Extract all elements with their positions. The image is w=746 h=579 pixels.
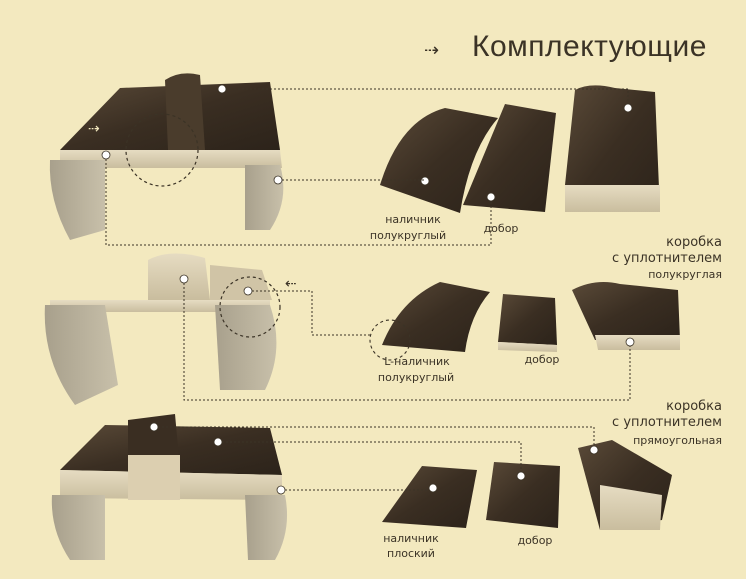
connectors-row-3: [158, 426, 595, 491]
part-korobka-pryamougolnaya: [578, 440, 672, 530]
part-l-nalichnik: [369, 282, 490, 361]
label-pryamougolnaya: прямоугольная: [633, 434, 722, 447]
label-korobka-1: коробка: [666, 235, 722, 250]
dotted-arrow-right-icon: ⇢: [424, 40, 440, 61]
part-korobka-polukruglaya-1: [565, 85, 660, 212]
assembly-1-semiround: ⇢: [49, 73, 284, 240]
label-s-uplotnitelem-2: с уплотнителем: [612, 415, 722, 430]
label-dobor-2: добор: [524, 353, 560, 366]
label-korobka-2: коробка: [666, 399, 722, 414]
assembly-2-l-profile: ⇠: [44, 253, 297, 405]
label-polukruglaya: полукруглая: [648, 268, 722, 281]
page-title: Комплектующие: [472, 30, 707, 63]
label-nalichnik-2: наличник: [383, 532, 439, 545]
label-s-uplotnitelem-1: с уплотнителем: [612, 251, 722, 266]
label-l-nalichnik: L-наличник: [384, 355, 450, 368]
svg-text:⇠: ⇠: [285, 276, 297, 292]
label-ploskii: плоский: [387, 547, 435, 560]
connectors-row-2: [183, 283, 631, 401]
connectors-row-1: [105, 88, 629, 246]
part-nalichnik-polukruglyi: [380, 108, 498, 213]
label-dobor-1: добор: [483, 222, 519, 235]
label-nalichnik-1: наличник: [385, 213, 441, 226]
assembly-3-rectangular: [51, 414, 288, 560]
part-nalichnik-ploskii: [382, 466, 477, 528]
part-dobor-3: [486, 462, 560, 528]
label-polukruglyi-1: полукруглый: [369, 229, 447, 242]
svg-text:⇢: ⇢: [88, 121, 100, 137]
part-dobor-1: [463, 104, 556, 212]
part-korobka-polukruglaya-2: [572, 282, 680, 350]
label-dobor-3: добор: [517, 534, 553, 547]
label-polukruglyi-2: полукруглый: [377, 371, 455, 384]
part-dobor-2: [498, 294, 557, 352]
